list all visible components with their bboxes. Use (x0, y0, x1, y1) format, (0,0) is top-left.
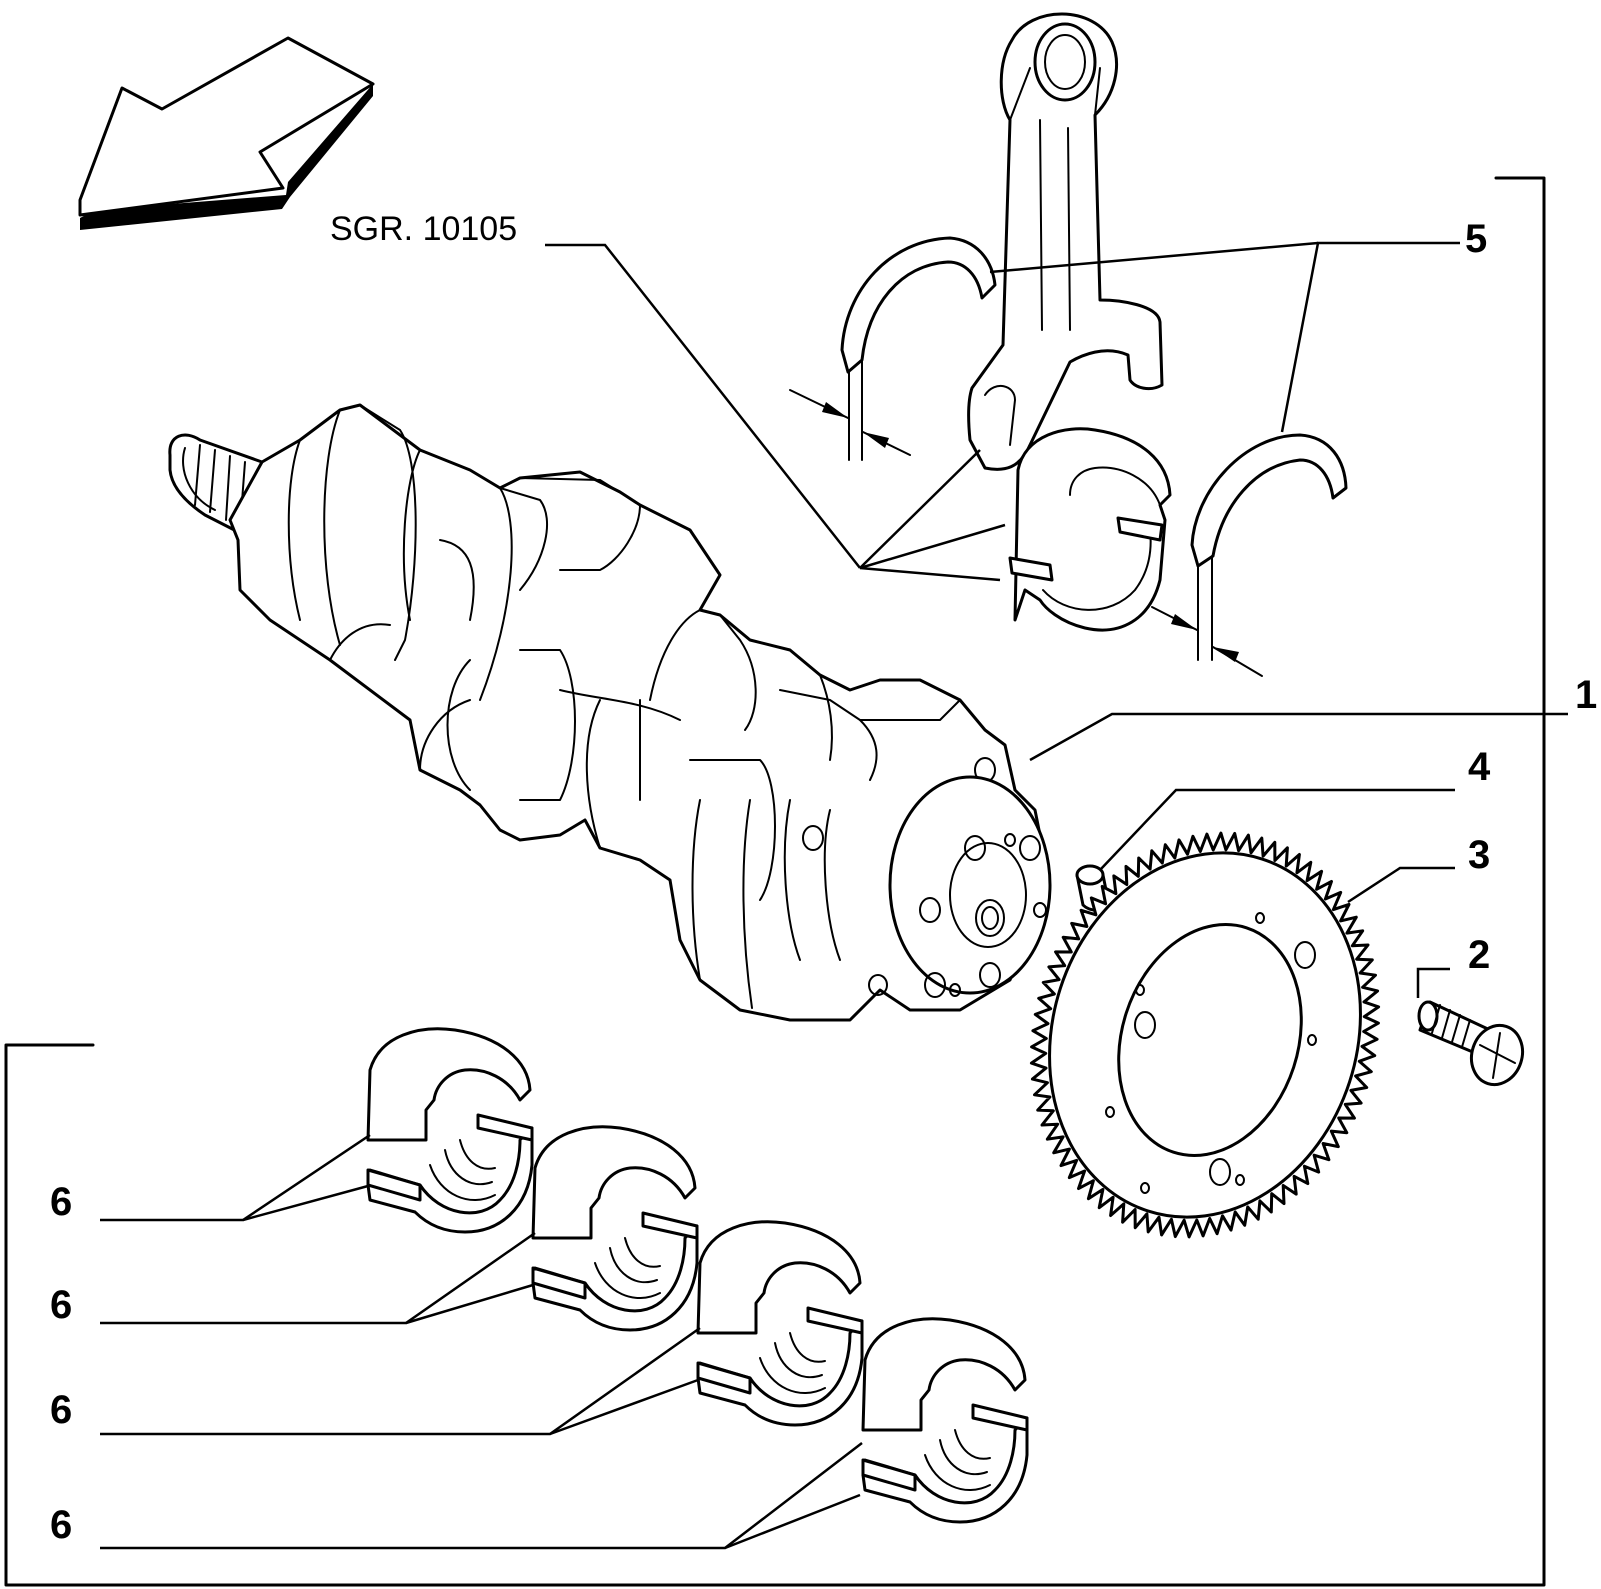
bearing-shell-pair (531, 1125, 699, 1332)
bearing-shell-detail (624, 1237, 661, 1268)
bearing-shell-detail (789, 1332, 826, 1363)
bearing-shell-detail (476, 1113, 534, 1142)
bearing-shell-detail (939, 1439, 988, 1476)
main-bearing-shells (366, 1027, 1029, 1524)
bearing-shell-detail (609, 1247, 658, 1284)
callout-6-first: 6 (50, 1180, 72, 1224)
timing-gear (1029, 831, 1381, 1239)
bearing-shell-upper (696, 1220, 862, 1335)
callout-5: 5 (1465, 217, 1487, 261)
leader-lines (100, 241, 1568, 1550)
bearing-shell-detail (444, 1149, 493, 1186)
bearing-shell-detail (954, 1429, 991, 1460)
reference-label: SGR. 10105 (330, 210, 517, 248)
callout-6-fourth: 6 (50, 1503, 72, 1547)
thrust-half-ring-upper (840, 236, 997, 374)
bearing-shell-detail (806, 1306, 864, 1335)
callout-6-third: 6 (50, 1388, 72, 1432)
bearing-shell-upper (366, 1027, 532, 1142)
bearing-shell-detail (861, 1458, 917, 1492)
bearing-shell-upper (531, 1125, 697, 1240)
bearing-shell-detail (774, 1342, 823, 1379)
thickness-dimension-lower (1151, 555, 1263, 677)
bearing-shell-detail (759, 1357, 826, 1394)
bearing-shell-pair (861, 1317, 1029, 1524)
bearing-shell-detail (641, 1211, 699, 1240)
bearing-shell-detail (531, 1266, 587, 1300)
bearing-shell-detail (924, 1454, 991, 1491)
bearing-shell-upper (861, 1317, 1027, 1432)
bearing-shell-detail (429, 1164, 496, 1201)
crankshaft (168, 403, 1052, 1022)
callout-4: 4 (1468, 745, 1491, 789)
conrod-bearing-shell (1008, 427, 1172, 632)
screw (1417, 1000, 1525, 1087)
bearing-shell-detail (594, 1262, 661, 1299)
bearing-shell-detail (696, 1361, 752, 1395)
direction-arrow-icon (78, 36, 375, 230)
bearing-shell-pair (366, 1027, 534, 1234)
group-frame (4, 176, 1546, 1587)
bearing-shell-detail (366, 1168, 422, 1202)
bearing-shell-detail (971, 1403, 1029, 1432)
callout-6-second: 6 (50, 1283, 72, 1327)
connecting-rod (967, 12, 1164, 471)
bearing-shell-pair (696, 1220, 864, 1427)
callout-1: 1 (1575, 673, 1597, 717)
thrust-half-ring-lower (1190, 433, 1348, 568)
callout-3: 3 (1468, 833, 1490, 877)
thickness-dimension-upper (789, 359, 911, 461)
callout-2: 2 (1468, 933, 1490, 977)
bearing-shell-detail (459, 1139, 496, 1170)
